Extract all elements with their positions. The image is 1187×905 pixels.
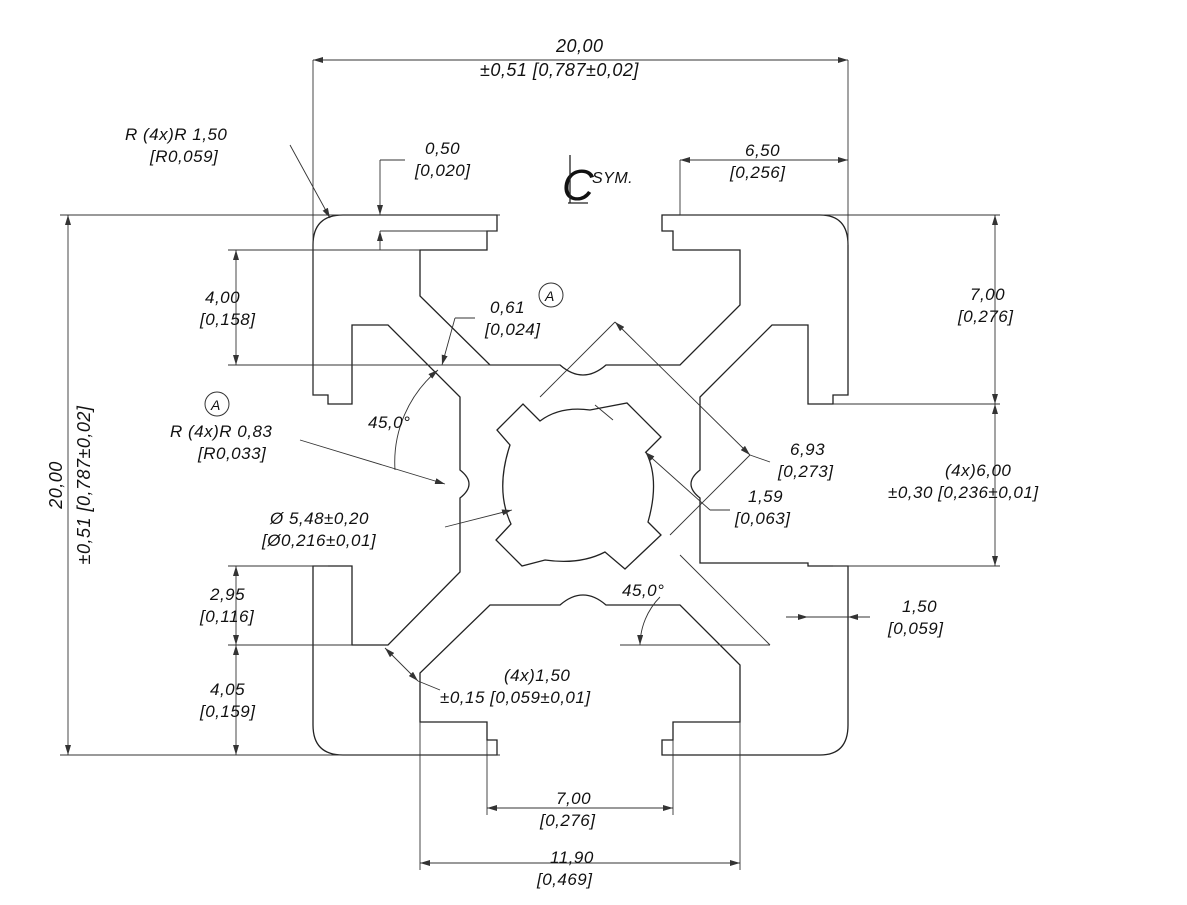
wall-thickness-line1: (4x)1,50 [504, 666, 570, 685]
overall-width-tolerance: ±0,51 [0,787±0,02] [480, 60, 639, 80]
slot-neck-lower-line2: [0,116] [199, 607, 255, 626]
half-offset-line2: [0,256] [729, 163, 786, 182]
corner-radius-line2: [R0,059] [149, 147, 219, 166]
lip-thickness-line2: [0,020] [414, 161, 471, 180]
datum-a-label-left: A [210, 397, 221, 413]
slot-depth-top-line1: 4,00 [205, 288, 240, 307]
dimension-lines [60, 57, 1000, 870]
slot-width-right-line2: [0,276] [957, 307, 1014, 326]
lip-thickness-line1: 0,50 [425, 139, 460, 158]
centerline-icon: C [562, 161, 595, 210]
symmetry-label: SYM. [592, 170, 633, 187]
angle-upper: 45,0° [368, 413, 410, 432]
slot-width-right-line1: 7,00 [970, 285, 1005, 304]
slot-opening-bottom-line2: [0,276] [539, 811, 596, 830]
key-width-line2: [0,063] [734, 509, 791, 528]
inner-radius-line1: R (4x)R 0,83 [170, 422, 272, 441]
center-spacing-line2: ±0,30 [0,236±0,01] [888, 483, 1039, 502]
bore-diameter-line2: [Ø0,216±0,01] [261, 531, 377, 550]
overall-width-value: 20,00 [555, 36, 604, 56]
key-width-line1: 1,59 [748, 487, 783, 506]
diagonal-width-line2: [0,273] [777, 462, 834, 481]
slot-opening-bottom-line1: 7,00 [556, 789, 591, 808]
slot-neck-lower-line1: 2,95 [209, 585, 245, 604]
dimension-labels: 20,00 ±0,51 [0,787±0,02] 20,00 ±0,51 [0,… [46, 36, 1039, 889]
web-thickness-line2: [0,024] [484, 320, 541, 339]
diagonal-width-line1: 6,93 [790, 440, 825, 459]
profile-outline [312, 214, 849, 756]
lip-right-line1: 1,50 [902, 597, 937, 616]
datum-a-left: A [204, 391, 230, 417]
angle-lower: 45,0° [622, 581, 664, 600]
top-left-corner-leg [312, 214, 849, 756]
bore-diameter-line1: Ø 5,48±0,20 [269, 509, 369, 528]
corner-radius-line1: R (4x)R 1,50 [125, 125, 227, 144]
half-offset-line1: 6,50 [745, 141, 780, 160]
center-spacing-line1: (4x)6,00 [945, 461, 1011, 480]
slot-inner-width-line1: 11,90 [550, 848, 594, 867]
overall-height-tolerance: ±0,51 [0,787±0,02] [74, 405, 94, 564]
slot-depth-bottom-line1: 4,05 [210, 680, 245, 699]
slot-depth-bottom-line2: [0,159] [199, 702, 256, 721]
wall-thickness-line2: ±0,15 [0,059±0,01] [440, 688, 591, 707]
inner-radius-line2: [R0,033] [197, 444, 267, 463]
centerline-symmetry-symbol: C SYM. [562, 155, 633, 210]
center-bore [495, 402, 662, 570]
slot-depth-top-line2: [0,158] [199, 310, 256, 329]
web-thickness-line1: 0,61 [490, 298, 525, 317]
lip-right-line2: [0,059] [887, 619, 944, 638]
slot-inner-width-line2: [0,469] [536, 870, 593, 889]
datum-a-label-upper: A [544, 288, 555, 304]
datum-a-upper: A [538, 282, 564, 308]
overall-height-value: 20,00 [46, 461, 66, 510]
